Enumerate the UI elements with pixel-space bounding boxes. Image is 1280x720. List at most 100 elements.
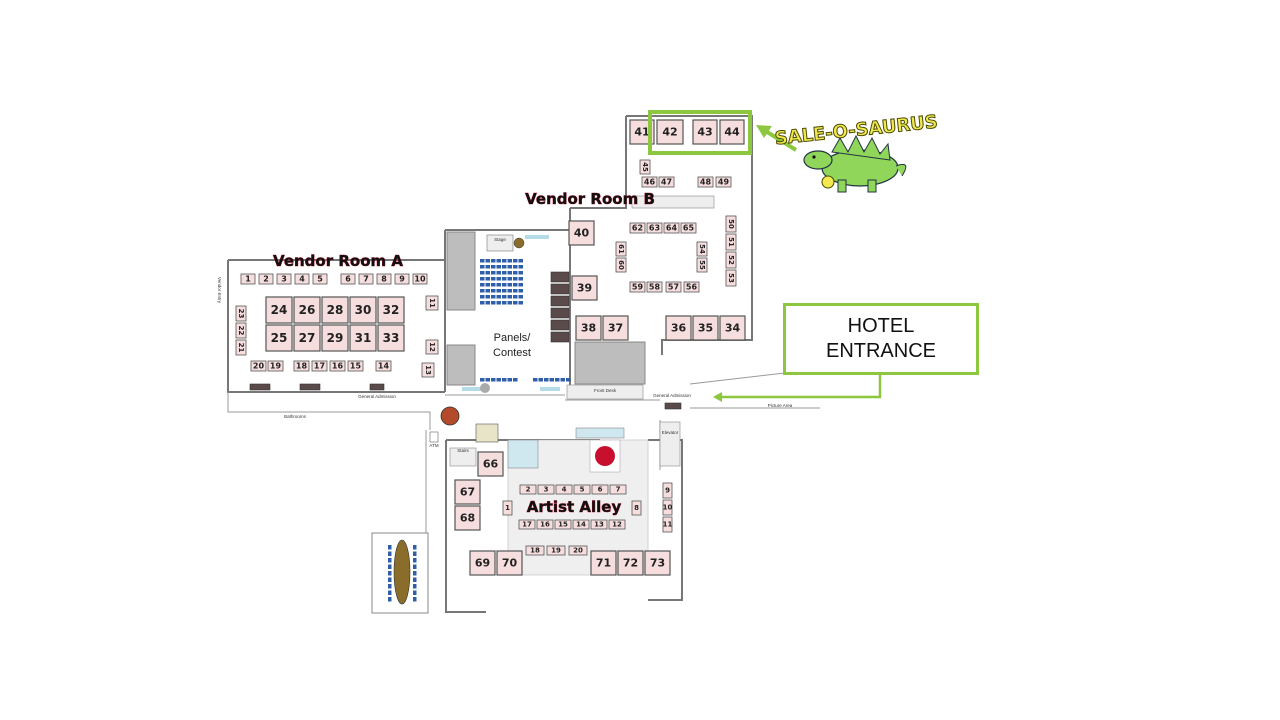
booth: 18 — [293, 360, 310, 372]
booth: 23 — [235, 305, 247, 322]
chair — [485, 271, 490, 275]
panel-chairs — [480, 259, 571, 382]
booth-number: 69 — [475, 557, 490, 570]
chair — [513, 378, 518, 382]
booth-number: 28 — [327, 303, 344, 317]
booth: 7 — [358, 273, 374, 285]
chair — [502, 295, 507, 299]
front-desk-label: Front Desk — [594, 388, 617, 393]
chair — [496, 259, 501, 263]
booth-number: 33 — [383, 331, 400, 345]
chair — [491, 265, 496, 269]
chair — [413, 584, 417, 589]
booth-number: 19 — [551, 547, 561, 555]
booth-number: 19 — [270, 362, 282, 371]
chair — [502, 271, 507, 275]
booth: 9 — [394, 273, 410, 285]
chair — [502, 378, 507, 382]
booth: 19 — [546, 545, 566, 556]
chair — [560, 378, 565, 382]
booth-number: 67 — [460, 486, 475, 499]
booth-number: 44 — [724, 126, 740, 139]
chair — [480, 277, 485, 281]
chair — [491, 271, 496, 275]
chair — [502, 301, 507, 305]
booth-number: 25 — [271, 331, 288, 345]
stairs-label: Stairs — [457, 448, 469, 453]
chair — [507, 265, 512, 269]
chair — [480, 378, 485, 382]
booth-number: 36 — [671, 322, 687, 335]
chair — [413, 590, 417, 595]
chair — [544, 378, 549, 382]
booth-number: 13 — [424, 365, 432, 375]
booth-number: 7 — [363, 275, 369, 284]
booth: 7 — [609, 484, 627, 495]
chair — [388, 564, 392, 569]
booth: 19 — [267, 360, 284, 372]
chair — [491, 378, 496, 382]
chair — [513, 289, 518, 293]
booth-number: 6 — [345, 275, 351, 284]
hotel-entrance-line-2: ENTRANCE — [825, 340, 936, 362]
chair — [491, 259, 496, 263]
chair — [496, 301, 501, 305]
booth: 2 — [258, 273, 274, 285]
booth-number: 10 — [663, 504, 673, 512]
booth: 51 — [725, 233, 737, 251]
chair — [538, 378, 543, 382]
booth: 37 — [602, 315, 629, 341]
chair — [388, 551, 392, 556]
chair — [496, 289, 501, 293]
chair — [491, 295, 496, 299]
booth: 48 — [697, 176, 714, 188]
booth: 26 — [293, 296, 321, 324]
booth: 59 — [629, 281, 646, 293]
chair — [480, 289, 485, 293]
booth: 38 — [575, 315, 602, 341]
chair — [413, 577, 417, 582]
booth: 4 — [294, 273, 310, 285]
booth-number: 45 — [641, 162, 649, 172]
arrows — [713, 125, 882, 402]
panels-label-2: Contest — [493, 347, 531, 359]
booth: 24 — [265, 296, 293, 324]
booth-number: 5 — [580, 486, 585, 494]
chair — [485, 378, 490, 382]
booth: 44 — [719, 119, 745, 145]
booth: 11 — [662, 516, 672, 533]
booth: 16 — [329, 360, 346, 372]
conference-room — [371, 430, 429, 614]
booth-number: 55 — [698, 260, 706, 270]
booth: 12 — [608, 519, 626, 530]
chair — [518, 259, 523, 263]
booth-number: 12 — [612, 521, 622, 529]
booth-number: 3 — [281, 275, 287, 284]
booth-number: 18 — [296, 362, 308, 371]
booth-number: 8 — [381, 275, 387, 284]
booth: 55 — [696, 257, 708, 273]
booth: 45 — [639, 159, 651, 175]
booth-number: 31 — [355, 331, 372, 345]
booth-number: 66 — [483, 458, 499, 471]
booth-number: 54 — [698, 244, 706, 254]
chair — [507, 259, 512, 263]
booth: 12 — [425, 339, 439, 355]
chair — [485, 259, 490, 263]
booth-number: 5 — [317, 275, 323, 284]
booth: 20 — [250, 360, 267, 372]
booth-number: 71 — [596, 557, 611, 570]
booth-number: 7 — [616, 486, 621, 494]
booth-number: 60 — [617, 260, 625, 270]
ga-left-label: General Admission — [358, 394, 396, 399]
chair — [513, 283, 518, 287]
booth-number: 9 — [399, 275, 405, 284]
